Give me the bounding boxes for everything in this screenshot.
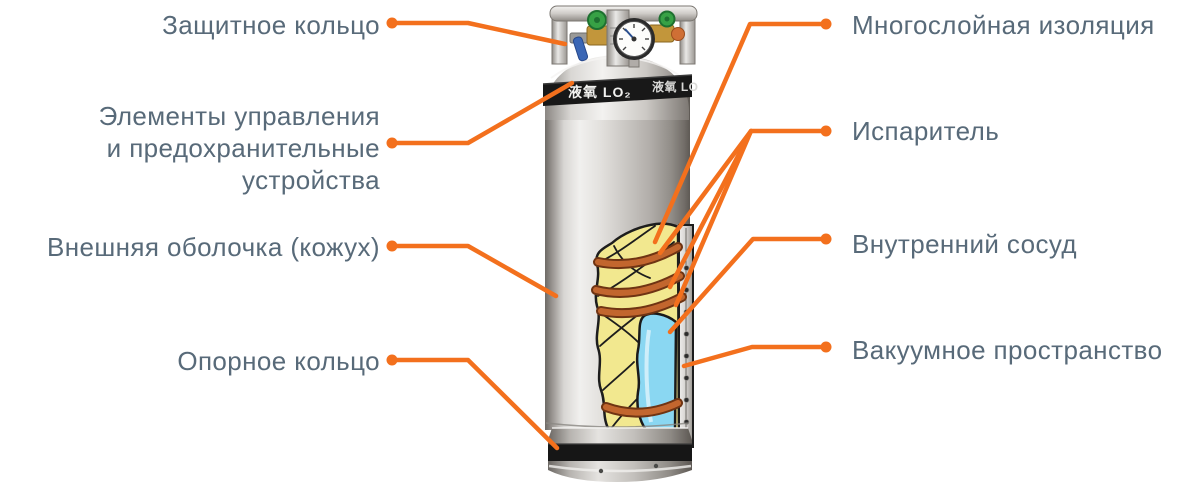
label-outer-shell: Внешняя оболочка (кожух) <box>47 232 380 262</box>
leader-support-ring <box>389 357 560 451</box>
blue-valve-handle <box>572 36 589 62</box>
pressure-gauge <box>613 18 655 68</box>
band-text-lo2-partial: 液氧 LO <box>652 79 699 94</box>
label-band: 液氧 LO₂ 液氧 LO <box>542 74 699 106</box>
cylinder: 液氧 LO₂ 液氧 LO <box>542 5 699 482</box>
orange-valve-cap <box>671 27 685 41</box>
leader-inner-vessel <box>667 236 829 335</box>
label-multilayer-insulation: Многослойная изоляция <box>852 10 1155 40</box>
label-inner-vessel: Внутренний сосуд <box>852 229 1077 259</box>
leader-controls-safety <box>389 80 575 146</box>
label-evaporator: Испаритель <box>852 116 1000 146</box>
leader-multilayer-insulation <box>652 21 829 245</box>
leader-outer-shell <box>389 243 559 299</box>
support-ring-base <box>548 427 692 482</box>
leader-dots <box>386 17 832 366</box>
label-controls-safety: Элементы управления и предохранительные … <box>0 100 380 196</box>
label-vacuum-space: Вакуумное пространство <box>852 335 1163 365</box>
base-rubber-ring <box>548 444 692 461</box>
leader-protective-ring <box>389 20 568 47</box>
label-controls-safety-line2: и предохранительные <box>106 133 380 163</box>
leader-lines <box>389 20 829 451</box>
cutaway <box>591 222 694 451</box>
band-text-lo2: 液氧 LO₂ <box>568 84 632 100</box>
leader-vacuum-space <box>681 344 829 369</box>
label-controls-safety-line3: устройства <box>242 165 380 195</box>
label-protective-ring: Защитное кольцо <box>162 10 380 40</box>
label-controls-safety-line1: Элементы управления <box>98 101 380 131</box>
leader-evaporator-3 <box>673 128 754 308</box>
label-support-ring: Опорное кольцо <box>177 346 380 376</box>
